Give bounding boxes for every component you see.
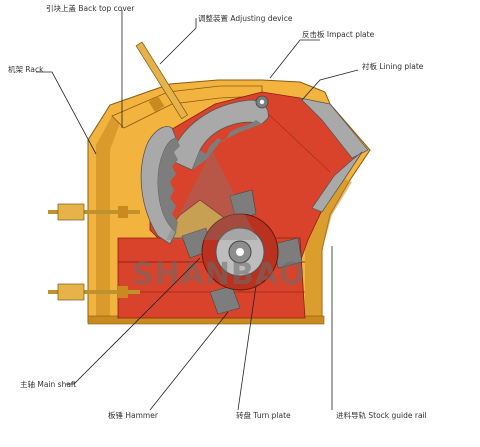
lower-rod-spring [57, 283, 85, 301]
impact-plate-lower [140, 126, 180, 245]
label-impact-plate: 反击板 Impact plate [302, 29, 375, 39]
leader-turn-plate [237, 285, 257, 411]
upper-rod-spring [57, 203, 85, 221]
hammer-bottom [209, 285, 241, 315]
label-hammer: 板锤 Hammer [108, 410, 159, 420]
impact-plate-lower-teeth [158, 138, 180, 232]
leader-hammer [149, 311, 229, 411]
impact-plate-upper [169, 95, 269, 171]
watermark: SHANBAO [132, 257, 306, 292]
leader-rack [36, 71, 97, 155]
rotor-assembly [181, 189, 303, 315]
label-stock-guide-rail: 进料导轨 Stock guide rail [336, 410, 427, 420]
housing-front-band [305, 178, 352, 318]
adjusting-device [135, 41, 189, 120]
label-turn-plate: 转盘 Turn plate [236, 410, 291, 420]
impact-plate-teeth [192, 120, 262, 170]
label-main-shaft: 主轴 Main shaft [20, 379, 76, 389]
adjusting-rod-top [135, 41, 189, 120]
adjusting-rod-top-nut [148, 96, 165, 113]
label-adjusting-device: 调整装置 Adjusting device [198, 13, 293, 23]
leader-lining-plate [301, 69, 359, 101]
rack-adjusting-rods [48, 203, 140, 301]
leader-impact-plate [269, 39, 320, 79]
leader-main-shaft [66, 257, 201, 385]
main-shaft-core [236, 248, 244, 256]
lining-plate-lower [311, 151, 363, 213]
chamber-divider-3 [261, 107, 331, 173]
lining-plate-assembly [298, 97, 369, 213]
housing-back-wall [96, 112, 124, 318]
leader-adjusting-device [159, 18, 197, 65]
watermark-logo-triangle [166, 150, 258, 240]
impact-plate-hinge-pin [259, 99, 265, 105]
upper-rod-nut [118, 206, 128, 218]
label-back-top-cover: 引块上盖 Back top cover [46, 3, 135, 13]
lower-rod-nut [118, 286, 128, 298]
callout-labels: 引块上盖 Back top cover 调整装置 Adjusting devic… [8, 3, 427, 420]
label-lining-plate: 衬板 Lining plate [362, 61, 424, 71]
leader-lines [36, 10, 359, 411]
label-rack: 机架 Rack [8, 64, 44, 74]
hammer-top [229, 189, 257, 221]
